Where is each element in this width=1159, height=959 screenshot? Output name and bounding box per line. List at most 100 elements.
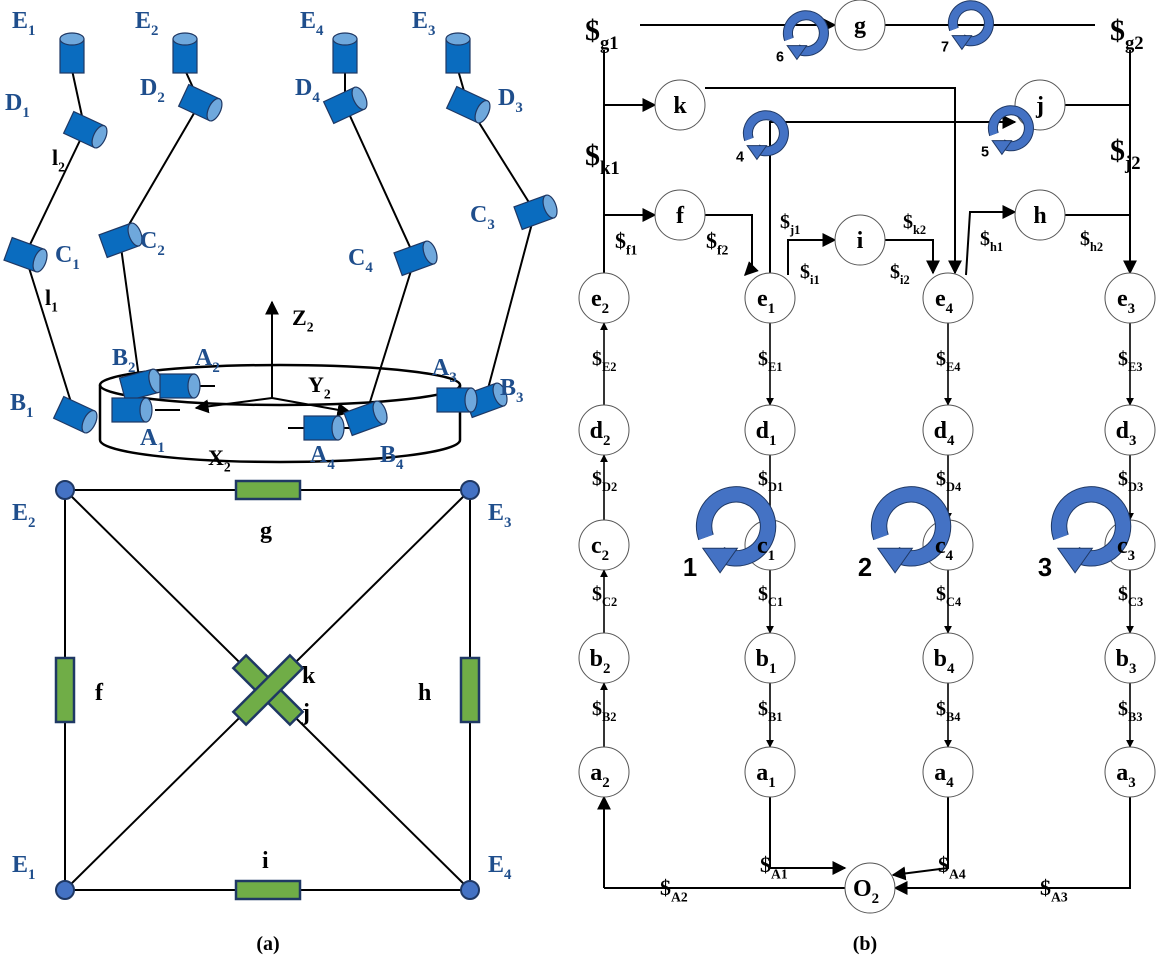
screw-label-B2-main: $ xyxy=(592,698,602,720)
cylinder-joint-D3 xyxy=(445,85,491,124)
joint-label-E4-sub: 4 xyxy=(316,23,324,39)
joint-label-D4-sub: 4 xyxy=(312,90,320,106)
loop-arrow-body-3 xyxy=(1051,487,1131,566)
node-label-a2: a2 xyxy=(590,760,609,791)
node-b2 xyxy=(578,632,630,684)
joint-label-B3-sub: 3 xyxy=(516,390,523,406)
node-label-k: k xyxy=(673,93,687,119)
screw-label-C1-main: $ xyxy=(758,583,768,605)
screw-label-f2-sub: f2 xyxy=(717,243,729,258)
joint-label-A2-main: A xyxy=(195,345,213,371)
edge-a1-O2 xyxy=(769,797,847,875)
joint-label-D1: D1 xyxy=(5,90,30,121)
vertex-label-E4: E4 xyxy=(488,852,512,883)
screw-label-h2: $h2 xyxy=(1080,228,1103,254)
cylinder-end xyxy=(187,373,201,399)
cylinder-joint-A3 xyxy=(436,387,478,413)
link-label-l2-sub: 2 xyxy=(58,160,65,175)
node-label-d2: d2 xyxy=(590,418,611,449)
axis-label-X-sub: 2 xyxy=(224,460,231,475)
screw-label-A3: $A3 xyxy=(1040,875,1068,905)
cylinder-end xyxy=(331,415,345,441)
node-label-d4-main: d xyxy=(934,418,948,444)
joint-label-D1-main: D xyxy=(5,90,22,116)
cylinder-joint-A2 xyxy=(159,373,201,399)
joint-label-A1-main: A xyxy=(140,425,158,451)
joint-label-A4-sub: 4 xyxy=(327,457,335,473)
node-e3 xyxy=(1104,272,1156,324)
joint-label-D3: D3 xyxy=(498,85,523,116)
caption-b: (b) xyxy=(853,933,877,955)
node-a3 xyxy=(1104,746,1156,798)
node-h xyxy=(1014,189,1066,241)
element-label-h-main: h xyxy=(418,680,431,706)
node-label-e3-sub: 3 xyxy=(1128,301,1135,317)
edge-a3-O2 xyxy=(893,797,1131,895)
link-label-l2: l2 xyxy=(52,145,65,175)
node-a1 xyxy=(744,746,796,798)
screw-label-E3-sub: E3 xyxy=(1128,360,1142,374)
joint-label-E3: E3 xyxy=(412,8,435,39)
screw-label-D2: $D2 xyxy=(592,468,617,494)
element-label-k: k xyxy=(302,663,316,689)
cylinder-end xyxy=(81,409,98,434)
loop-arrowhead-7 xyxy=(951,35,973,51)
node-label-b2-main: b xyxy=(590,646,603,672)
screw-label-h1-sub: h1 xyxy=(990,240,1003,254)
joint-label-E1-main: E xyxy=(12,8,28,34)
screw-label-A4: $A4 xyxy=(938,852,966,882)
screw-label-B3-main: $ xyxy=(1118,698,1128,720)
base-platform-side xyxy=(98,385,462,464)
node-e4 xyxy=(922,272,974,324)
node-i xyxy=(834,214,886,266)
joint-label-D3-main: D xyxy=(498,85,515,111)
edge-e1-i xyxy=(787,233,837,275)
node-label-O2-sub: 2 xyxy=(872,891,879,907)
screw-label-k1: $k1 xyxy=(585,139,620,179)
element-label-j-main: j xyxy=(301,700,310,726)
node-label-e1-sub: 1 xyxy=(768,301,775,317)
node-d2 xyxy=(578,404,630,456)
node-label-a3-sub: 3 xyxy=(1128,775,1135,791)
screw-label-j1-sub: j1 xyxy=(789,223,800,237)
joint-label-B3-main: B xyxy=(500,375,516,401)
joint-label-A1: A1 xyxy=(140,425,165,456)
node-label-h-main: h xyxy=(1033,203,1046,229)
screw-label-B4: $B4 xyxy=(936,698,960,724)
node-label-c4-main: c xyxy=(935,533,946,559)
screw-label-A1-main: $ xyxy=(760,852,771,877)
link-label-l1-main: l xyxy=(45,285,51,310)
node-label-c3: c3 xyxy=(1117,533,1135,564)
node-label-c1: c1 xyxy=(757,533,775,564)
node-d1 xyxy=(744,404,796,456)
screw-label-A4-main: $ xyxy=(938,852,949,877)
node-label-a1: a1 xyxy=(756,760,775,791)
node-label-c2: c2 xyxy=(591,533,609,564)
node-label-a4: a4 xyxy=(934,760,954,791)
screw-label-h2-main: $ xyxy=(1080,228,1090,250)
screw-label-C4-main: $ xyxy=(936,583,946,605)
node-label-c1-main: c xyxy=(757,533,768,559)
node-label-d3-main: d xyxy=(1116,418,1130,444)
loop-number-4: 4 xyxy=(736,149,744,165)
node-label-a4-main: a xyxy=(934,760,946,786)
edge-i-e4 xyxy=(885,239,940,275)
node-label-d1-sub: 1 xyxy=(769,433,776,449)
joint-label-D1-sub: 1 xyxy=(22,105,29,121)
element-j xyxy=(231,653,305,727)
screw-label-E4-main: $ xyxy=(936,348,946,370)
axis-label-Z-sub: 2 xyxy=(307,320,314,335)
screw-label-f1-main: $ xyxy=(615,228,626,253)
joint-label-B4: B4 xyxy=(380,442,404,473)
element-label-k-main: k xyxy=(302,663,316,689)
element-label-i: i xyxy=(262,848,269,874)
node-label-e4-sub: 4 xyxy=(946,301,954,317)
vertex-label-E1-sub: 1 xyxy=(28,867,35,883)
screw-label-D1: $D1 xyxy=(758,468,783,494)
node-label-d3: d3 xyxy=(1116,418,1137,449)
cylinder-joint-D2 xyxy=(177,83,223,122)
node-label-O2: O2 xyxy=(853,876,879,907)
element-label-g: g xyxy=(260,518,272,544)
loop-arrow-body-1 xyxy=(696,487,776,566)
